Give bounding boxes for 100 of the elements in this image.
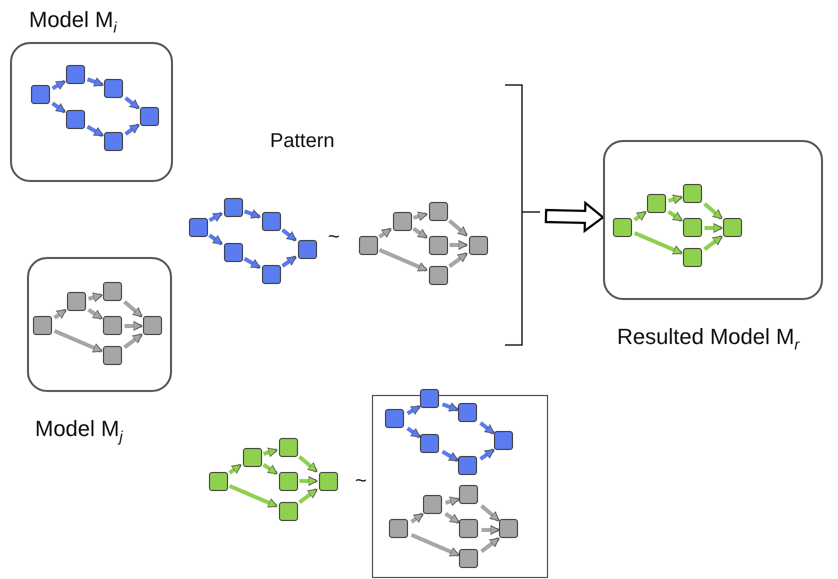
- arrow: [450, 240, 468, 250]
- arrow: [53, 308, 67, 320]
- graph-node-square: [420, 434, 439, 453]
- arrow: [444, 512, 460, 524]
- arrow: [482, 525, 500, 535]
- arrow: [54, 329, 103, 353]
- arrow: [406, 426, 421, 438]
- graph-node-square: [262, 212, 280, 230]
- graph-node-square: [262, 264, 280, 284]
- arrow: [480, 537, 500, 553]
- arrow: [448, 252, 468, 268]
- graph-node-square: [103, 282, 122, 301]
- graph-node-square: [683, 248, 702, 267]
- graph-node-square: [224, 242, 242, 262]
- graph-node-square: [140, 107, 159, 126]
- graph-node-square: [278, 502, 298, 520]
- arrow: [281, 228, 297, 242]
- arrow: [87, 308, 103, 320]
- arrow: [544, 200, 605, 234]
- model-title: Model M$_{j}$: [35, 416, 123, 446]
- graph-node-square: [459, 519, 478, 538]
- arrow: [634, 231, 683, 255]
- arrow: [378, 227, 392, 239]
- graph-node-square: [458, 403, 477, 422]
- arrow: [703, 235, 723, 251]
- graph-node-square: [278, 472, 298, 490]
- graph-node-square: [458, 456, 477, 475]
- arrow: [52, 80, 66, 90]
- pattern-label: Pattern: [270, 130, 334, 153]
- model-title: Resulted Model M$_{r}$: [617, 324, 800, 354]
- arrow: [667, 210, 683, 222]
- graph-node-square: [66, 110, 85, 129]
- graph-node-square: [613, 218, 632, 237]
- arrow: [262, 448, 278, 458]
- arrow: [51, 102, 66, 114]
- graph-node-square: [420, 389, 439, 408]
- arrow: [444, 496, 460, 506]
- graph-node-square: [389, 519, 408, 538]
- arrow: [479, 448, 495, 461]
- graph-node-square: [683, 184, 702, 203]
- graph-node-square: [428, 202, 448, 220]
- graph-node-square: [318, 472, 338, 490]
- arrow: [448, 219, 468, 237]
- graph-node-square: [208, 472, 228, 490]
- arrow: [704, 223, 723, 233]
- arrow: [479, 421, 495, 435]
- arrow: [228, 463, 242, 475]
- graph-node-square: [423, 495, 442, 514]
- model-title: Model M$_{i}$: [29, 6, 117, 36]
- graph-node-square: [31, 85, 50, 104]
- arrow: [406, 404, 421, 416]
- arrow: [480, 504, 500, 522]
- arrow: [410, 512, 424, 524]
- graph-node-square: [385, 409, 404, 428]
- graph-node-square: [104, 79, 123, 98]
- arrow: [124, 321, 143, 331]
- arrow: [124, 123, 140, 136]
- arrow: [300, 476, 318, 486]
- arrow: [208, 234, 223, 246]
- graph-node-square: [188, 218, 208, 236]
- arrow: [208, 212, 223, 222]
- arrow: [228, 484, 278, 508]
- graph-node-square: [103, 346, 122, 365]
- graph-node-square: [459, 485, 478, 504]
- graph-node-square: [103, 316, 122, 335]
- arrow: [123, 333, 143, 349]
- arrow: [86, 77, 104, 87]
- graph-node-square: [67, 292, 86, 311]
- arrow: [124, 96, 140, 110]
- arrow: [281, 255, 297, 268]
- arrow: [298, 455, 318, 473]
- graph-node-square: [683, 218, 702, 237]
- arrow: [88, 292, 103, 302]
- arrow: [410, 533, 460, 557]
- graph-node-square: [242, 448, 262, 466]
- graph-node-square: [298, 240, 316, 258]
- graph-node-square: [499, 519, 518, 538]
- graph-node-square: [468, 236, 488, 254]
- graph-node-square: [428, 266, 448, 284]
- graph-node-square: [224, 198, 242, 216]
- arrow: [412, 212, 428, 222]
- arrow: [86, 124, 104, 138]
- similarity-symbol: ~: [328, 226, 340, 249]
- arrow: [123, 300, 143, 318]
- arrow: [442, 402, 459, 412]
- arrow: [668, 194, 683, 204]
- graph-node-square: [358, 236, 378, 254]
- graph-node-square: [723, 218, 742, 237]
- graph-node-square: [33, 316, 52, 335]
- graph-node-square: [278, 438, 298, 456]
- arrow: [298, 488, 318, 504]
- similarity-symbol: ~: [355, 470, 367, 493]
- graph-node-square: [494, 431, 513, 450]
- arrow: [262, 463, 278, 475]
- arrow: [633, 210, 647, 222]
- graph-node-square: [104, 132, 123, 151]
- graph-node-square: [459, 549, 478, 568]
- graph-node-square: [392, 212, 412, 230]
- arrow: [378, 248, 428, 272]
- arrow: [244, 256, 261, 270]
